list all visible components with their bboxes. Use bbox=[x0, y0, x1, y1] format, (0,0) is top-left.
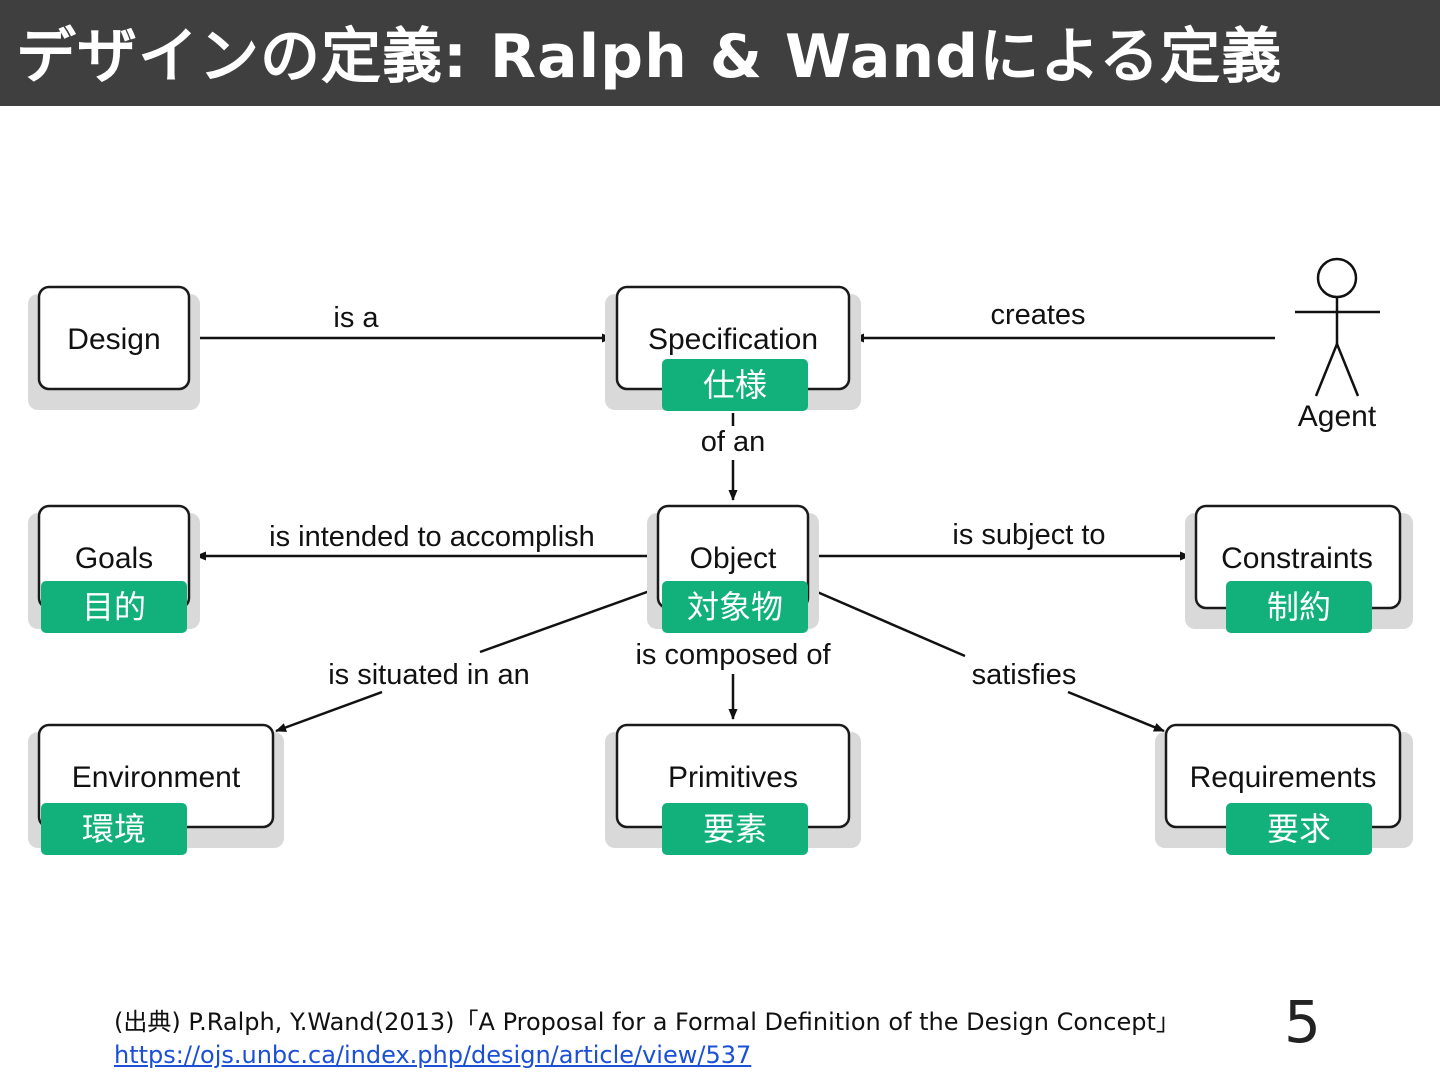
tag-primitives: 要素 bbox=[662, 803, 808, 855]
tag-goals: 目的 bbox=[41, 581, 187, 633]
edge-label-is-intended-to-accomplish: is intended to accomplish bbox=[269, 521, 595, 553]
tag-environment: 環境 bbox=[41, 803, 187, 855]
edge-label-satisfies: satisfies bbox=[972, 659, 1077, 691]
slide-title: デザインの定義: Ralph & Wandによる定義 bbox=[16, 22, 1283, 92]
tag-constraints: 制約 bbox=[1226, 581, 1372, 633]
tag-label-requirements: 要求 bbox=[1267, 810, 1331, 848]
edge-label-is-composed-of: is composed of bbox=[635, 639, 831, 671]
citation-text: (出典) P.Ralph, Y.Wand(2013)「A Proposal fo… bbox=[114, 1008, 1180, 1036]
tag-requirements: 要求 bbox=[1226, 803, 1372, 855]
title-bar: デザインの定義: Ralph & Wandによる定義 bbox=[0, 0, 1440, 106]
tag-label-primitives: 要素 bbox=[703, 810, 767, 848]
node-label-constraints: Constraints bbox=[1221, 542, 1373, 575]
node-label-goals: Goals bbox=[75, 542, 153, 575]
node-label-environment: Environment bbox=[72, 761, 241, 794]
node-design: Design bbox=[28, 285, 200, 410]
edge-label-is-situated-in-an: is situated in an bbox=[328, 659, 530, 691]
agent-label: Agent bbox=[1298, 400, 1377, 433]
tag-object: 対象物 bbox=[662, 581, 808, 633]
node-label-specification: Specification bbox=[648, 323, 818, 356]
node-label-design: Design bbox=[67, 323, 160, 356]
agent-figure-icon bbox=[1295, 257, 1380, 397]
edge-label-of-an: of an bbox=[701, 426, 766, 458]
node-label-primitives: Primitives bbox=[668, 761, 798, 794]
page-number: 5 bbox=[1284, 988, 1321, 1056]
node-label-requirements: Requirements bbox=[1190, 761, 1377, 794]
node-label-object: Object bbox=[690, 542, 777, 575]
edge-label-is-a: is a bbox=[333, 302, 379, 334]
edge-label-creates: creates bbox=[990, 299, 1085, 331]
tag-label-object: 対象物 bbox=[687, 588, 783, 626]
tag-label-environment: 環境 bbox=[82, 810, 146, 848]
citation-link[interactable]: https://ojs.unbc.ca/index.php/design/art… bbox=[114, 1041, 752, 1069]
tag-label-specification: 仕様 bbox=[703, 366, 767, 404]
tag-specification: 仕様 bbox=[662, 359, 808, 411]
tag-label-constraints: 制約 bbox=[1267, 588, 1331, 626]
edge-satisfies bbox=[807, 586, 1165, 733]
citation-footer: (出典) P.Ralph, Y.Wand(2013)「A Proposal fo… bbox=[114, 1006, 1234, 1072]
edge-is-situated-in-an bbox=[275, 586, 659, 733]
tag-label-goals: 目的 bbox=[82, 588, 146, 626]
edge-label-is-subject-to: is subject to bbox=[952, 519, 1105, 551]
